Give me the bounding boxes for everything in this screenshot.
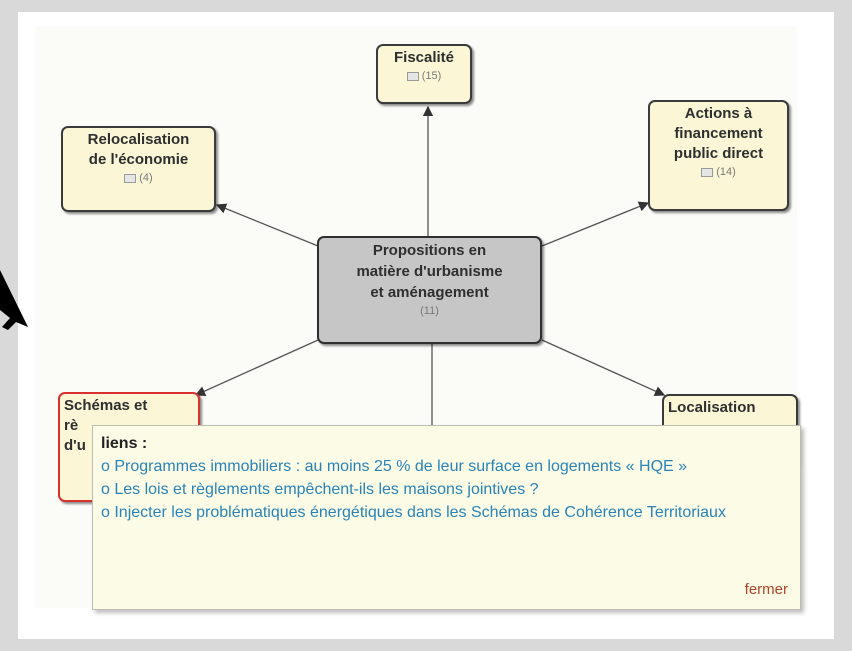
node-schemas-title: Schémas et rè d'u <box>64 397 148 454</box>
node-center-title: Propositions en matière d'urbanisme et a… <box>356 242 503 301</box>
node-actions[interactable]: Actions à financement public direct (14) <box>648 100 789 211</box>
node-localisation-title: Localisation <box>668 399 756 416</box>
node-actions-count: (14) <box>716 166 736 178</box>
note-icon <box>701 167 714 177</box>
node-actions-title: Actions à financement public direct <box>673 105 764 162</box>
node-fiscalite-count: (15) <box>421 70 442 82</box>
node-fiscalite[interactable]: Fiscalité (15) <box>376 44 472 104</box>
node-fiscalite-title: Fiscalité <box>393 49 455 66</box>
node-relocalisation[interactable]: Relocalisation de l'économie (4) <box>61 126 216 212</box>
popup-link-3[interactable]: o Injecter les problématiques énergétiqu… <box>101 504 726 521</box>
node-center-count: (11) <box>420 305 439 317</box>
node-relocalisation-title: Relocalisation de l'économie <box>87 131 190 168</box>
close-link[interactable]: fermer <box>744 581 788 598</box>
note-icon <box>124 173 137 183</box>
node-center[interactable]: Propositions en matière d'urbanisme et a… <box>317 236 542 344</box>
popup-link-2[interactable]: o Les lois et règlements empêchent-ils l… <box>101 481 539 498</box>
note-icon <box>406 71 419 81</box>
links-popup: liens : o Programmes immobiliers : au mo… <box>92 425 801 610</box>
node-fiscalite-meta: (15) <box>382 68 466 84</box>
node-actions-meta: (14) <box>654 164 783 180</box>
node-relocalisation-count: (4) <box>139 172 153 184</box>
node-relocalisation-meta: (4) <box>67 170 210 186</box>
node-center-meta: (11) <box>323 303 536 319</box>
popup-link-1[interactable]: o Programmes immobiliers : au moins 25 %… <box>101 458 688 475</box>
popup-title: liens : <box>101 435 148 452</box>
